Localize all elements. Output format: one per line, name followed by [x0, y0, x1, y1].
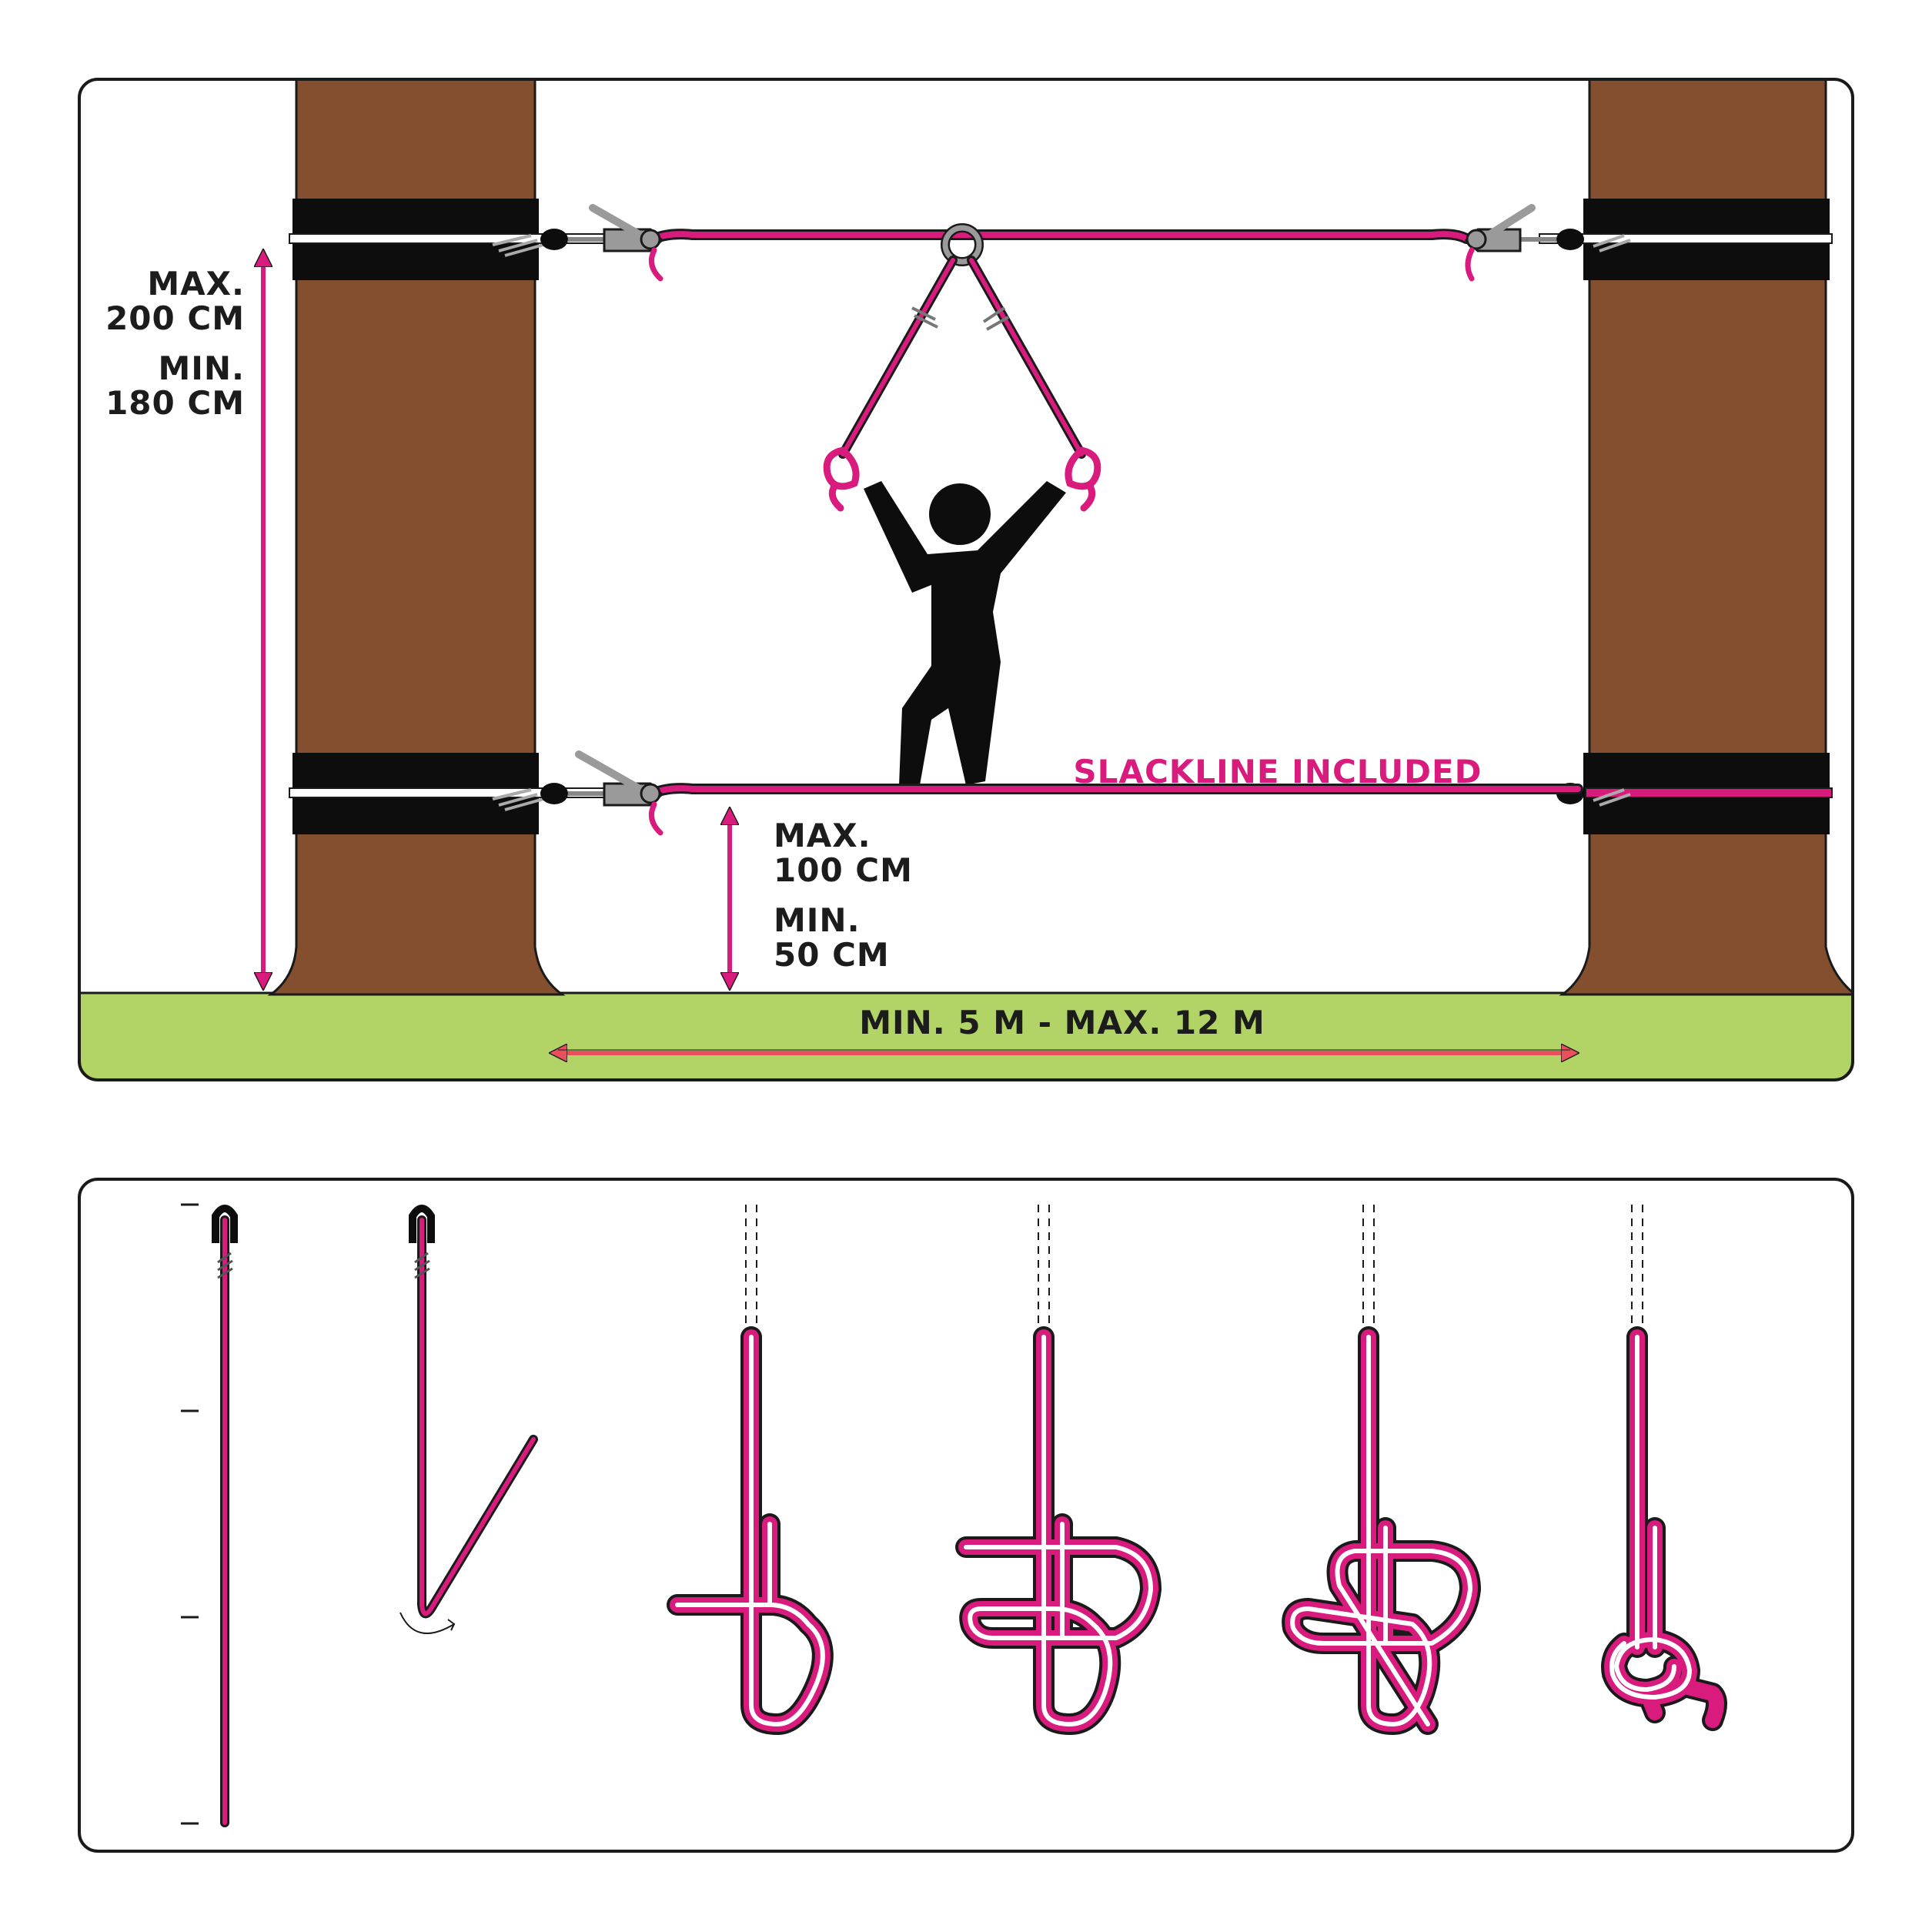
ratchet-icon	[1464, 204, 1536, 282]
upper-min-value: 180 CM	[105, 384, 245, 422]
upper-max-value: 200 CM	[105, 299, 245, 337]
knot-panel	[78, 1178, 1854, 1853]
upper-min-label: MIN.	[158, 349, 245, 387]
knot-step-3	[667, 1326, 834, 1735]
upper-max-label: MAX.	[147, 265, 245, 303]
ratchet-icon	[589, 204, 664, 282]
hanging-ropes	[823, 256, 1101, 512]
ring-icon	[941, 223, 984, 266]
grass-strip	[79, 991, 1853, 1080]
right-lower-strap	[1556, 753, 1833, 834]
person-icon	[864, 481, 1066, 785]
lower-min-label: MIN.	[774, 901, 861, 939]
slackline-label: SLACKLINE INCLUDED	[1073, 753, 1482, 791]
distance-label: MIN. 5 M - MAX. 12 M	[859, 1004, 1265, 1041]
knot-step-6	[1601, 1326, 1727, 1731]
left-lower-strap	[289, 753, 606, 834]
knot-step-5	[1282, 1326, 1481, 1735]
knot-step-1	[212, 1205, 238, 1827]
knot-panel-border	[78, 1178, 1854, 1853]
lower-max-label: MAX.	[774, 817, 871, 854]
right-upper-strap	[1539, 199, 1833, 280]
setup-panel-border	[78, 78, 1854, 1081]
lower-max-value: 100 CM	[774, 851, 913, 889]
ratchet-icon	[575, 750, 664, 836]
setup-panel: MAX. 200 CM MIN. 180 CM MAX. 100 CM MIN.…	[78, 78, 1854, 1081]
knot-step-2	[399, 1205, 538, 1634]
left-upper-strap	[289, 199, 606, 280]
lower-min-value: 50 CM	[774, 936, 890, 974]
scale-ticks	[181, 1203, 199, 1825]
knot-step-4	[955, 1326, 1162, 1735]
